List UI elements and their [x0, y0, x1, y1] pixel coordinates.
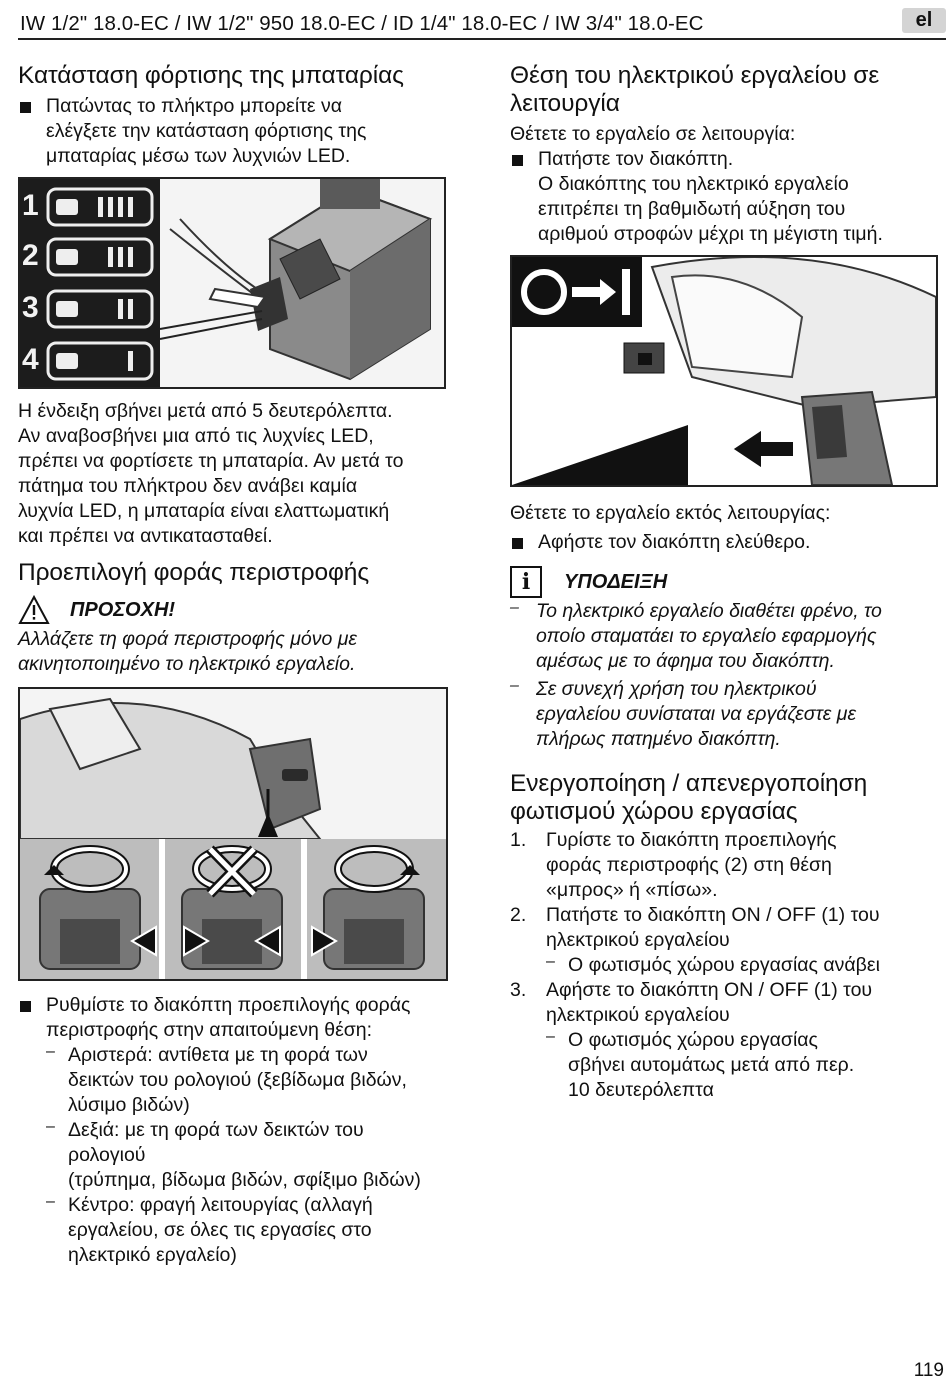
warning-icon — [18, 595, 50, 624]
fig-number-3: 3 — [22, 291, 39, 324]
battery-illustration: 1 2 3 4 — [20, 179, 444, 387]
page-header: IW 1/2" 18.0-EC / IW 1/2" 950 18.0-EC / … — [18, 8, 946, 40]
info-icon: i — [510, 566, 542, 598]
note-items: Το ηλεκτρικό εργαλείο διαθέτει φρένο, το… — [510, 599, 942, 752]
rotation-figure — [18, 687, 448, 981]
right-column: Θέση του ηλεκτρικού εργαλείου σε λειτουρ… — [510, 62, 942, 1103]
rotation-illustration — [20, 689, 446, 979]
light-steps: 1. Γυρίστε το διακόπτη προεπιλογής φοράς… — [510, 828, 942, 1103]
fig-number-4: 4 — [22, 343, 39, 376]
fig-number-2: 2 — [22, 239, 39, 272]
option-right: Δεξιά: με τη φορά των δεικτών του ρολογι… — [46, 1118, 458, 1193]
light-step-3-result: Ο φωτισμός χώρου εργασίας σβήνει αυτομάτ… — [546, 1028, 942, 1103]
light-step-1: 1. Γυρίστε το διακόπτη προεπιλογής φοράς… — [510, 829, 837, 901]
rotation-heading: Προεπιλογή φοράς περιστροφής — [18, 559, 370, 586]
battery-figure: 1 2 3 4 — [18, 177, 446, 389]
light-step-2: 2. Πατήστε το διακόπτη ON / OFF (1) του … — [510, 903, 942, 978]
note-row: i ΥΠΟΔΕΙΞΗ — [510, 565, 942, 599]
battery-explanation: Η ένδειξη σβήνει μετά από 5 δευτερόλεπτα… — [18, 400, 404, 547]
warning-label: ΠΡΟΣΟΧΗ! — [70, 598, 176, 621]
light-heading: Ενεργοποίηση / απενεργοποίηση φωτισμού χ… — [510, 770, 868, 825]
operation-heading: Θέση του ηλεκτρικού εργαλείου σε λειτουρ… — [510, 62, 880, 117]
model-title: IW 1/2" 18.0-EC / IW 1/2" 950 18.0-EC / … — [20, 12, 704, 35]
battery-heading: Κατάσταση φόρτισης της μπαταρίας — [18, 62, 404, 89]
battery-bullet: Πατώντας το πλήκτρο μπορείτε να ελέγξετε… — [18, 94, 458, 169]
warning-text: Αλλάζετε τη φορά περιστροφής μόνο με ακι… — [18, 628, 357, 675]
operation-intro: Θέτετε το εργαλείο σε λειτουργία: — [510, 123, 796, 145]
off-bullet: Αφήστε τον διακόπτη ελεύθερο. — [510, 530, 942, 555]
option-left: Αριστερά: αντίθετα με τη φορά των δεικτώ… — [46, 1043, 458, 1118]
option-center: Κέντρο: φραγή λειτουργίας (αλλαγή εργαλε… — [46, 1193, 458, 1268]
fig-number-1: 1 — [22, 189, 39, 222]
warning-row: ΠΡΟΣΟΧΗ! — [18, 593, 458, 627]
off-intro: Θέτετε το εργαλείο εκτός λειτουργίας: — [510, 502, 831, 524]
page-number: 119 — [913, 1360, 944, 1381]
operation-bullet: Πατήστε τον διακόπτη. Ο διακόπτης του ηλ… — [510, 147, 942, 247]
trigger-figure — [510, 255, 938, 487]
note-item: Σε συνεχή χρήση του ηλεκτρικού εργαλείου… — [510, 677, 942, 752]
light-step-3: 3. Αφήστε το διακόπτη ON / OFF (1) του η… — [510, 978, 942, 1103]
left-column: Κατάσταση φόρτισης της μπαταρίας Πατώντα… — [18, 62, 458, 1268]
light-step-2-result: Ο φωτισμός χώρου εργασίας ανάβει — [546, 953, 942, 978]
language-badge: el — [902, 8, 946, 33]
rotation-options: Αριστερά: αντίθετα με τη φορά των δεικτώ… — [18, 1043, 458, 1268]
trigger-illustration — [512, 257, 936, 485]
note-item: Το ηλεκτρικό εργαλείο διαθέτει φρένο, το… — [510, 599, 942, 674]
rotation-bullet: Ρυθμίστε το διακόπτη προεπιλογής φοράς π… — [18, 993, 458, 1043]
note-label: ΥΠΟΔΕΙΞΗ — [564, 570, 668, 593]
